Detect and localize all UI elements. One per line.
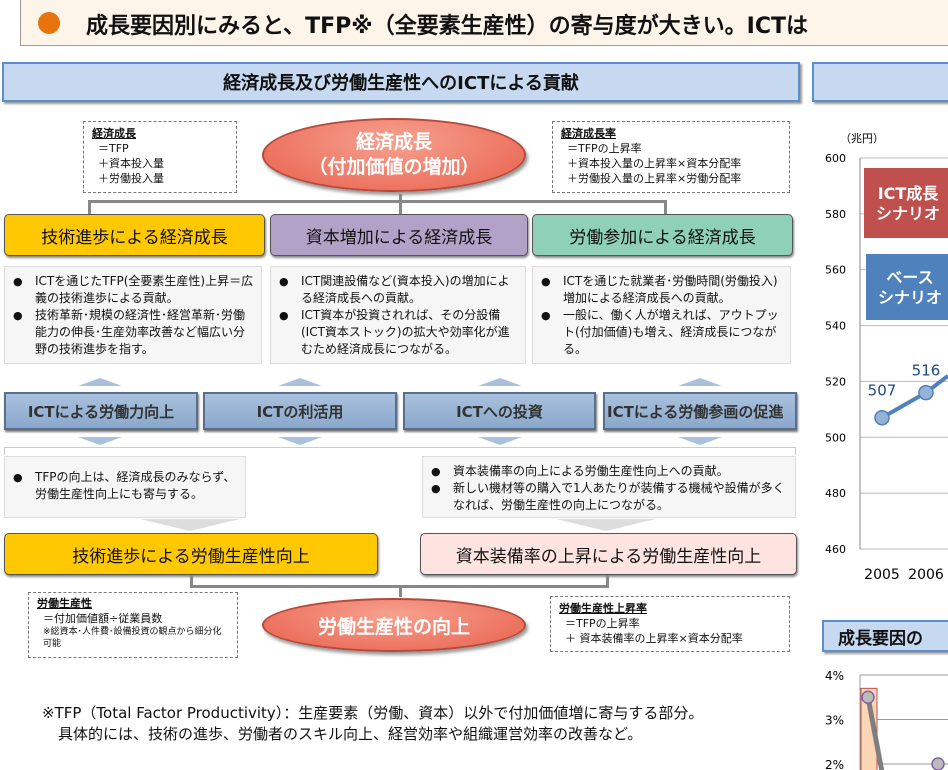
- connector-line: [399, 194, 402, 214]
- data-label: 507: [868, 382, 897, 400]
- arrow-down-icon: [556, 519, 656, 531]
- category-labor: 労働参加による経済成長: [532, 214, 793, 256]
- economic-growth-formula: 経済成長 ＝TFP ＋資本投入量 ＋労働投入量: [83, 121, 237, 193]
- formula-note: ※総資本･人件費･設備投資の観点から細分化可能: [43, 627, 222, 649]
- tech-progress-description: ICTを通じたTFP(全要素生産性)上昇＝広義の技術進歩による貢献。 技術革新･…: [4, 266, 262, 364]
- category-capital: 資本増加による経済成長: [270, 214, 528, 256]
- tech-progress-productivity: 技術進歩による労働生産性向上: [4, 533, 378, 575]
- y-tick-label: 600: [825, 152, 846, 165]
- arrow-down-icon: [78, 437, 122, 445]
- data-point: [918, 384, 934, 401]
- legend-label: シナリオ: [878, 288, 942, 307]
- formula-title: 経済成長: [92, 127, 136, 140]
- right-section-header: [812, 62, 948, 102]
- formula-line: ＝付加価値額÷従業員数: [43, 612, 163, 625]
- footnote: ※TFP（Total Factor Productivity）：生産要素（労働、…: [42, 704, 704, 743]
- productivity-rate-formula: 労働生産性上昇率 ＝TFPの上昇率 ＋ 資本装備率の上昇率×資本分配率: [550, 596, 790, 652]
- connector-line: [606, 575, 609, 587]
- legend-label: シナリオ: [876, 204, 940, 223]
- legend-label: ICT成長: [878, 184, 940, 203]
- data-point: [931, 757, 945, 770]
- section-title: 経済成長及び労働生産性へのICTによる貢献: [2, 62, 800, 102]
- growth-factor-chart: 2% 3% 4%: [825, 669, 948, 770]
- capital-equipment-description: 資本装備率の向上による労働生産性向上への貢献。 新しい機材等の購入で1人あたりが…: [422, 456, 796, 518]
- connector-line: [88, 200, 91, 214]
- category-tech-progress: 技術進歩による経済成長: [4, 214, 265, 256]
- legend-box: [864, 168, 948, 238]
- connector-line: [88, 200, 666, 203]
- banner-text: 成長要因別にみると、TFP※（全要素生産性）の寄与度が大きい。ICTは: [86, 14, 809, 39]
- list-item: 資本装備率の向上による労働生産性向上への貢献。: [429, 463, 789, 480]
- data-label: 516: [912, 362, 941, 380]
- legend-box: [866, 254, 948, 320]
- chart2-title: 成長要因の: [822, 620, 948, 652]
- formula-title: 労働生産性上昇率: [559, 602, 647, 615]
- connector-line: [664, 200, 667, 214]
- y-tick-label: 460: [825, 543, 846, 556]
- y-tick-label: 3%: [825, 714, 844, 728]
- arrow-down-icon: [478, 437, 522, 445]
- y-tick-label: 520: [825, 375, 846, 388]
- arrow-up-icon: [278, 378, 322, 386]
- bracket-line: [4, 447, 796, 455]
- data-point: [861, 690, 875, 704]
- ict-labor-participation: ICTによる労働参画の促進: [603, 392, 797, 430]
- ict-investment: ICTへの投資: [403, 392, 596, 430]
- y-tick-label: 2%: [825, 758, 844, 770]
- ellipse-line: （付加価値の増加）: [308, 156, 480, 178]
- productivity-formula: 労働生産性 ＝付加価値額÷従業員数 ※総資本･人件費･設備投資の観点から細分化可…: [28, 592, 238, 658]
- data-point: [874, 409, 890, 426]
- x-tick-label: 2006: [908, 567, 944, 583]
- formula-title: 経済成長率: [561, 127, 616, 140]
- ict-labor-improvement: ICTによる労働力向上: [4, 392, 198, 430]
- ellipse-line: 経済成長: [355, 131, 432, 153]
- connector-line: [190, 575, 193, 587]
- arrow-up-icon: [478, 378, 522, 386]
- y-tick-label: 4%: [825, 669, 844, 683]
- formula-line: ＋ 資本装備率の上昇率×資本分配率: [565, 632, 743, 645]
- y-tick-label: 580: [825, 208, 846, 221]
- formula-line: ＝TFP: [98, 142, 129, 155]
- list-item: 新しい機材等の購入で1人あたりが装備する機械や設備が多くなれば、労働生産性の向上…: [429, 480, 789, 514]
- series-line: [865, 696, 885, 770]
- list-item: ICTを通じた就業者･労働時間(労働投入)増加による経済成長への貢献。: [539, 273, 784, 307]
- connector-line: [399, 585, 402, 597]
- arrow-down-icon: [678, 437, 722, 445]
- list-item: ICT資本が投資されれば、その分設備(ICT資本ストック)の拡大や効率化が進むた…: [277, 307, 519, 358]
- capital-description: ICT関連設備など(資本投入)の増加による経済成長への貢献。 ICT資本が投資さ…: [270, 266, 526, 364]
- gdp-line-chart: （兆円） 460 480 500 520 540 560 580 600 2005 2006 507 5…: [825, 132, 948, 583]
- y-tick-label: 560: [825, 264, 846, 277]
- summary-banner: [20, 0, 948, 46]
- list-item: 技術革新･規模の経済性･経営革新･労働能力の伸長･生産効率改善など幅広い分野の技…: [11, 307, 255, 358]
- economic-growth-ellipse: 経済成長 （付加価値の増加）: [262, 118, 526, 192]
- labor-description: ICTを通じた就業者･労働時間(労働投入)増加による経済成長への貢献。 一般に、…: [532, 266, 791, 364]
- productivity-ellipse: 労働生産性の向上: [262, 598, 526, 652]
- formula-line: ＋労働投入量: [98, 172, 164, 185]
- ict-utilization: ICTの利活用: [203, 392, 397, 430]
- list-item: ICT関連設備など(資本投入)の増加による経済成長への貢献。: [277, 273, 519, 307]
- formula-line: ＋資本投入量の上昇率×資本分配率: [567, 157, 742, 170]
- y-tick-label: 500: [825, 431, 846, 444]
- bullet-icon: [38, 12, 60, 34]
- formula-line: ＝TFPの上昇率: [565, 617, 640, 630]
- list-item: ICTを通じたTFP(全要素生産性)上昇＝広義の技術進歩による貢献。: [11, 273, 255, 307]
- legend-label: ベース: [886, 268, 933, 287]
- y-tick-label: 480: [825, 487, 846, 500]
- arrow-down-icon: [140, 519, 240, 531]
- y-tick-label: 540: [825, 320, 846, 333]
- tfp-description: TFPの向上は、経済成長のみならず、労働生産性向上にも寄与する。: [4, 456, 246, 518]
- y-axis-label: （兆円）: [840, 132, 884, 145]
- formula-line: ＋資本投入量: [98, 157, 164, 170]
- formula-title: 労働生産性: [37, 597, 92, 610]
- capital-equipment-productivity: 資本装備率の上昇による労働生産性向上: [420, 533, 797, 575]
- arrow-up-icon: [78, 378, 122, 386]
- list-item: TFPの向上は、経済成長のみならず、労働生産性向上にも寄与する。: [11, 469, 239, 503]
- formula-line: ＝TFPの上昇率: [567, 142, 642, 155]
- arrow-up-icon: [678, 378, 722, 386]
- formula-line: ＋労働投入量の上昇率×労働分配率: [567, 172, 742, 185]
- x-tick-label: 2005: [864, 567, 900, 583]
- list-item: 一般に、働く人が増えれば、アウトプット(付加価値)も増え、経済成長につながる。: [539, 307, 784, 358]
- growth-rate-formula: 経済成長率 ＝TFPの上昇率 ＋資本投入量の上昇率×資本分配率 ＋労働投入量の上…: [552, 121, 790, 193]
- arrow-down-icon: [278, 437, 322, 445]
